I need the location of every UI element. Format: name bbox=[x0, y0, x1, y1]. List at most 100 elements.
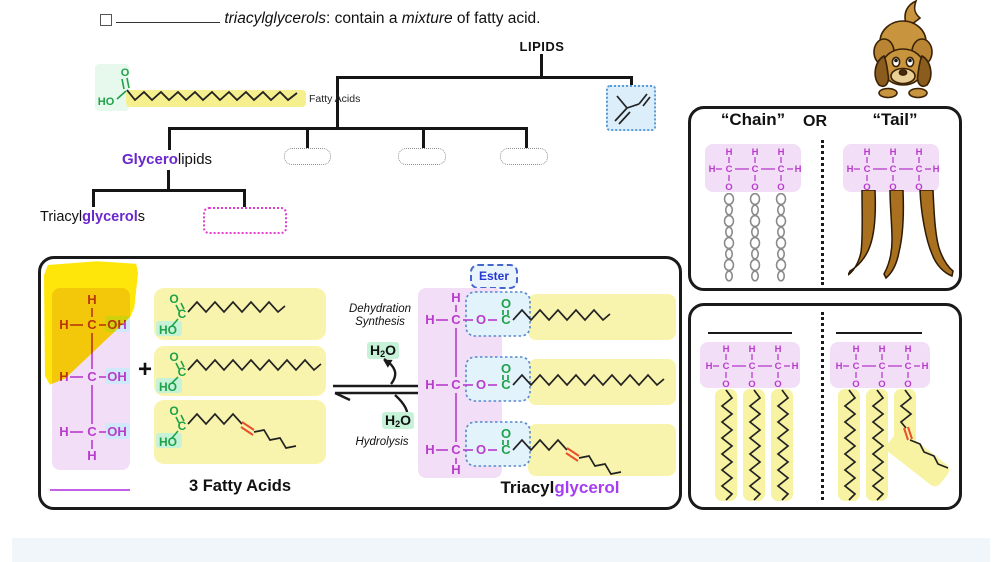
chain-highlight bbox=[715, 389, 737, 501]
blank-node-box bbox=[398, 148, 446, 165]
tail-header: “Tail” bbox=[872, 110, 918, 129]
label-blank-left bbox=[708, 332, 792, 334]
ester-callout: Ester bbox=[470, 264, 518, 289]
svg-text:H: H bbox=[933, 164, 939, 175]
svg-text:H: H bbox=[836, 361, 843, 372]
glycero-part: Glycero bbox=[122, 151, 178, 168]
svg-text:C: C bbox=[87, 424, 97, 439]
bond-lines bbox=[716, 157, 793, 181]
svg-text:HO: HO bbox=[159, 435, 177, 449]
panel-divider bbox=[821, 312, 824, 500]
svg-text:H: H bbox=[752, 147, 759, 158]
svg-text:O: O bbox=[889, 182, 896, 192]
reactants-label: 3 Fatty Acids bbox=[188, 477, 292, 495]
svg-text:H: H bbox=[59, 424, 68, 439]
chain-highlight bbox=[838, 389, 860, 501]
svg-text:O: O bbox=[501, 296, 511, 311]
svg-text:O: O bbox=[169, 350, 178, 364]
svg-text:C: C bbox=[178, 365, 187, 379]
svg-text:H: H bbox=[451, 290, 460, 305]
svg-text:O: O bbox=[169, 404, 178, 418]
svg-text:HO: HO bbox=[159, 323, 177, 337]
tree-line bbox=[306, 127, 309, 149]
or-header: OR bbox=[803, 113, 827, 130]
blank-triacylglycerol-box bbox=[203, 207, 287, 234]
svg-text:O: O bbox=[751, 182, 758, 192]
fill-in-blank bbox=[116, 8, 220, 23]
triacylglycerols-label: Triacylglycerols bbox=[40, 209, 145, 225]
tail-shapes bbox=[848, 190, 954, 280]
svg-text:O: O bbox=[904, 379, 911, 389]
svg-text:O: O bbox=[476, 377, 486, 392]
bullet-checkbox[interactable] bbox=[100, 14, 112, 26]
svg-text:C: C bbox=[775, 361, 782, 372]
tree-line bbox=[243, 189, 246, 208]
triacyl-part: Triacyl bbox=[40, 209, 83, 225]
blank-node-box bbox=[284, 148, 331, 165]
backbone-bg bbox=[700, 342, 800, 388]
svg-text:O: O bbox=[476, 442, 486, 457]
dehydration-label: Dehydration Synthesis bbox=[348, 303, 411, 328]
svg-text:H: H bbox=[922, 361, 928, 372]
svg-text:H: H bbox=[451, 462, 460, 477]
tree-line bbox=[630, 76, 633, 88]
svg-text:H: H bbox=[425, 377, 434, 392]
svg-text:C: C bbox=[451, 377, 461, 392]
backbone-bg bbox=[843, 144, 939, 192]
svg-text:H: H bbox=[749, 344, 756, 355]
svg-text:H: H bbox=[853, 344, 860, 355]
arrowhead bbox=[383, 359, 393, 368]
svg-text:C: C bbox=[890, 164, 897, 175]
label-blank-right bbox=[836, 332, 922, 334]
double-bond bbox=[903, 426, 913, 441]
blank-node-box bbox=[500, 148, 548, 165]
question-end: of fatty acid. bbox=[452, 10, 541, 27]
svg-text:C: C bbox=[178, 419, 187, 433]
fatty-acid-structure: O C HO bbox=[156, 404, 297, 449]
svg-text:O: O bbox=[501, 426, 511, 441]
hydroxyl-group: HO bbox=[98, 96, 115, 108]
svg-text:C: C bbox=[501, 377, 511, 392]
saturated-chain bbox=[748, 389, 762, 501]
glycerol-part: glycerol bbox=[82, 209, 138, 225]
question-mid: : contain a bbox=[325, 10, 402, 27]
ester-boxes bbox=[465, 291, 531, 467]
svg-text:OH: OH bbox=[107, 369, 127, 384]
svg-text:O: O bbox=[725, 182, 732, 192]
svg-text:C: C bbox=[749, 361, 756, 372]
question-emphasis: mixture bbox=[401, 10, 453, 27]
svg-text:C: C bbox=[905, 361, 912, 372]
saturated-chain bbox=[871, 389, 885, 501]
chain-highlight bbox=[771, 389, 793, 501]
svg-text:H: H bbox=[706, 361, 713, 372]
water-released: H2O bbox=[367, 342, 400, 359]
oxygen-atom: O bbox=[121, 67, 130, 79]
tree-line bbox=[422, 127, 425, 149]
bond-lines bbox=[713, 354, 790, 378]
tree-line bbox=[92, 189, 95, 207]
isoprenoid-node-box bbox=[606, 85, 656, 131]
tree-line bbox=[336, 76, 339, 129]
svg-text:C: C bbox=[723, 361, 730, 372]
svg-text:C: C bbox=[87, 369, 97, 384]
plus-sign: + bbox=[138, 356, 153, 383]
tree-line bbox=[168, 127, 528, 130]
acyl-chain-bg-3 bbox=[528, 424, 676, 476]
svg-text:C: C bbox=[501, 312, 511, 327]
saturated-chain bbox=[776, 389, 790, 501]
saturated-chain bbox=[843, 389, 857, 501]
svg-text:C: C bbox=[451, 312, 461, 327]
svg-text:O: O bbox=[476, 312, 486, 327]
svg-text:H: H bbox=[709, 164, 716, 175]
dog-tails-icon bbox=[848, 190, 954, 280]
svg-text:O: O bbox=[863, 182, 870, 192]
svg-text:O: O bbox=[852, 379, 859, 389]
isoprene-structure bbox=[614, 93, 651, 125]
svg-text:H: H bbox=[778, 147, 785, 158]
svg-text:C: C bbox=[178, 307, 187, 321]
glycerol-label-blank bbox=[50, 489, 130, 491]
bond-lines bbox=[436, 305, 497, 464]
backbone-bg bbox=[705, 144, 801, 192]
double-bond bbox=[240, 421, 255, 436]
svg-text:H: H bbox=[425, 312, 434, 327]
